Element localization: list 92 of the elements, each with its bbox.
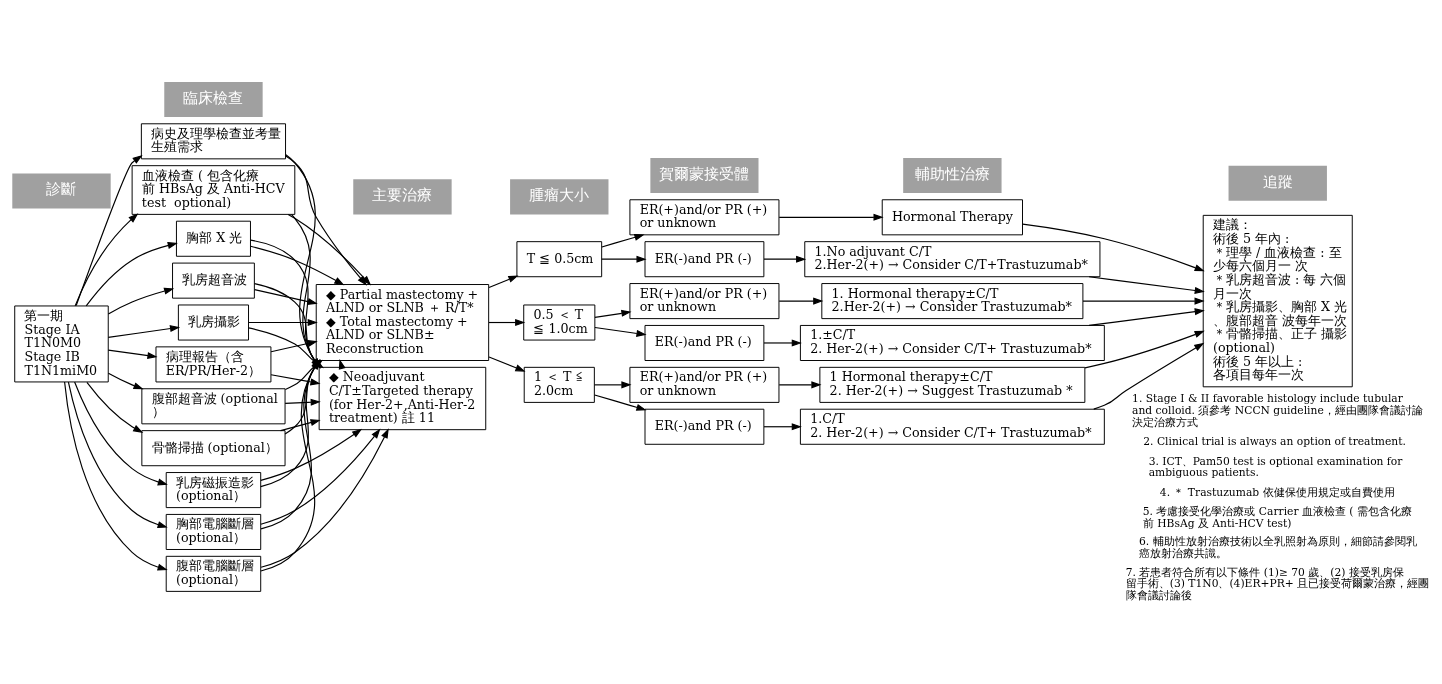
node-box: T ≦ 0.5cm	[516, 241, 603, 278]
label: 診斷	[46, 180, 77, 198]
node-box: 胸部電腦斷層 (optional）	[165, 513, 262, 550]
label: 7. 若患者符合所有以下條件 (1)≥ 70 歲、(2) 接受乳房保留手術、(3) T1N0、(4)ER+PR+ 且已接受荷爾蒙治療，經團隊會議討論後	[1125, 565, 1430, 602]
arrow	[284, 398, 321, 406]
node-box: 乳房超音波	[172, 262, 255, 299]
arrow	[1084, 330, 1205, 369]
label: 1. Stage I & II favorable histology include tubular and colloid. 須參考 NCCN guideline，經由團隊會議討論決定治療方式	[1132, 392, 1423, 429]
arrow	[594, 394, 647, 411]
arrow	[763, 339, 802, 347]
arrow	[107, 372, 144, 390]
node-box: 腹部超音波 (optional）	[141, 388, 286, 425]
arrow	[1093, 342, 1205, 410]
arrow	[488, 356, 526, 372]
arrow	[778, 297, 824, 305]
arrow	[1082, 297, 1205, 305]
label: 賀爾蒙接受體	[659, 164, 750, 182]
arrow	[250, 245, 345, 286]
node-box: ER(+)and/or PR (+) or unknown	[629, 199, 780, 236]
arrow	[75, 155, 143, 307]
arrow	[284, 359, 321, 435]
label: 追蹤	[1262, 172, 1293, 190]
arrow	[260, 359, 320, 572]
arrow	[67, 381, 168, 529]
node-box: 1.C/T 2. Her-2(+) → Consider C/T+ Trastuzumab*	[799, 408, 1105, 445]
node-box: 病史及理學檢查並考量生殖需求	[140, 123, 287, 160]
label: 輔助性治療	[914, 164, 990, 182]
arrow	[250, 239, 321, 369]
node-box: 骨骼掃描 (optional）	[141, 430, 286, 467]
node-box: 腹部電腦斷層 (optional）	[165, 555, 262, 592]
arrow	[601, 255, 647, 263]
arrow	[763, 423, 802, 431]
arrow	[270, 340, 318, 353]
arrow	[1022, 223, 1205, 272]
node-box: ER(-)and PR (-)	[644, 408, 765, 445]
node-box: 乳房攝影	[177, 304, 249, 341]
node-box: ER(-)and PR (-)	[644, 241, 765, 278]
arrow	[260, 428, 389, 568]
label: 腫瘤大小	[529, 186, 590, 204]
label: 6. 輔助性放射治療技術以全乳照射為原則，細節請參閱乳癌放射治療共識。	[1138, 535, 1417, 561]
node-box: 1 Hormonal therapy±C/T 2. Her-2(+) → Suggest Trastuzumab *	[819, 366, 1086, 403]
node-box: ER(+)and/or PR (+) or unknown	[629, 366, 780, 403]
arrow	[86, 381, 144, 433]
label: 4. ＊ Trastuzumab 依健保使用規定或自費使用	[1159, 485, 1395, 499]
arrow	[593, 381, 632, 389]
arrow	[1088, 308, 1205, 326]
node-box: 病理報告（含 ER/PR/Her-2）	[155, 346, 272, 383]
node-box: 1.±C/T 2. Her-2(+) → Consider C/T+ Trastuzumab*	[799, 324, 1105, 361]
arrow	[253, 289, 318, 306]
label: 3. ICT、Pam50 test is optional examination for ambiguous patients.	[1148, 454, 1403, 480]
arrow	[594, 326, 647, 337]
arrow	[107, 287, 175, 315]
node-box: Hormonal Therapy	[881, 199, 1023, 236]
node-box: 1. Hormonal therapy±C/T 2.Her-2(+) → Consider Trastuzumab*	[821, 283, 1084, 320]
label: 主要治療	[372, 186, 433, 204]
arrow	[1088, 276, 1205, 294]
node-box: 1.No adjuvant C/T 2.Her-2(+) → Consider C/T+Trastuzumab*	[804, 241, 1101, 278]
arrow	[488, 275, 519, 289]
node-box: 第一期 Stage IA T1N0M0 Stage IB T1N1miM0	[14, 305, 109, 383]
node-box: 血液檢查 ( 包含化療前 HBsAg 及 Anti-HCV test optional)	[131, 165, 296, 215]
arrow	[594, 309, 632, 318]
arrow	[107, 325, 181, 338]
arrow	[778, 381, 822, 389]
arrow	[260, 359, 321, 488]
arrow	[763, 255, 807, 263]
node-box: 胸部 X 光	[175, 220, 251, 257]
node-box: ER(-)and PR (-)	[644, 324, 765, 361]
arrow	[85, 242, 178, 307]
label: 5. 考慮接受化學治療或 Carrier 血液檢查 ( 需包含化療前 HBsAg 及 Anti-HCV test)	[1142, 505, 1412, 530]
arrow	[778, 213, 884, 221]
node-box: 0.5 ＜ T ≦ 1.0cm	[523, 304, 596, 341]
node-box: ◆ Partial mastectomy + ALND or SLNB ＋ R/T* ◆ Total mastectomy + ALND or SLNB± Reconstruction	[315, 284, 490, 361]
arrow	[280, 419, 321, 432]
arrow	[107, 349, 158, 360]
arrow	[248, 318, 318, 327]
arrow	[601, 233, 645, 248]
node-box: 乳房磁振造影 (optional）	[165, 472, 262, 509]
node-box: 1 ＜ T ≦ 2.0cm	[523, 366, 595, 403]
arrow	[260, 428, 381, 525]
arrow	[74, 213, 139, 307]
arrow	[74, 381, 168, 486]
arrow	[64, 381, 168, 571]
arrow	[260, 428, 363, 481]
node-box: ER(+)and/or PR (+) or unknown	[629, 283, 780, 320]
arrow	[290, 214, 321, 369]
arrow	[488, 318, 526, 327]
arrow	[285, 154, 321, 369]
arrow	[260, 359, 321, 530]
arrow	[270, 374, 321, 386]
label: 2. Clinical trial is always an option of treatment.	[1143, 435, 1406, 449]
node-box: 建議： 術後 5 年內 : ＊理學 / 血液檢查 : 至少每六個月一 次 ＊乳房超音波 : 每 六個月一次 ＊乳房攝影、胸部 X 光、腹部超音 波每年一次 ＊骨骼掃描、正子 攝影 (optional) 術後 5 年以上 : 各項目每年一次	[1202, 214, 1353, 388]
label: 臨床檢查	[183, 88, 244, 106]
